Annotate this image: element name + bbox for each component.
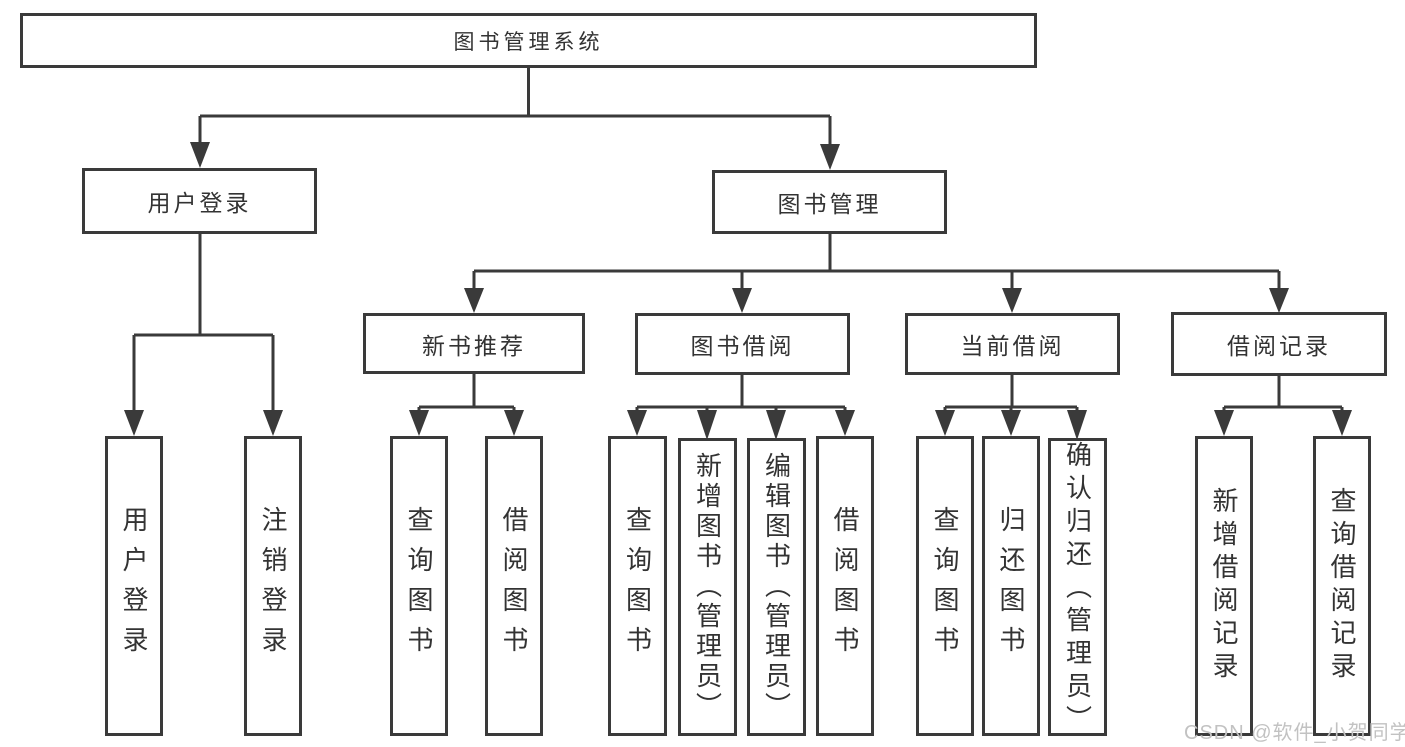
leaf-query-books-1: 查询图书	[390, 436, 448, 736]
leaf-add-borrow-record-label: 新增借阅记录	[1209, 487, 1239, 685]
leaf-query-books-3-label: 查询图书	[930, 506, 960, 666]
leaf-edit-book-admin-label: 编辑图书（管理员）	[761, 452, 792, 722]
arrowhead	[464, 288, 484, 313]
node-user-login-label: 用户登录	[147, 190, 252, 216]
leaf-borrow-books-2: 借阅图书	[816, 436, 874, 736]
leaf-logout-label: 注销登录	[258, 506, 288, 666]
leaf-add-borrow-record: 新增借阅记录	[1195, 436, 1253, 736]
node-borrow-record: 借阅记录	[1171, 312, 1387, 376]
arrowhead	[1067, 410, 1087, 440]
leaf-add-book-admin-label: 新增图书（管理员）	[692, 452, 723, 722]
leaf-query-books-3: 查询图书	[916, 436, 974, 736]
arrowhead	[504, 410, 524, 436]
arrowhead	[1214, 410, 1234, 436]
leaf-query-books-2: 查询图书	[608, 436, 667, 736]
arrowhead	[409, 410, 429, 436]
leaf-logout: 注销登录	[244, 436, 302, 736]
arrowhead	[124, 410, 144, 436]
leaf-confirm-return-admin: 确认归还（管理员）	[1048, 438, 1107, 738]
arrowhead	[732, 288, 752, 313]
node-book-borrow: 图书借阅	[635, 313, 850, 375]
leaf-query-borrow-record-label: 查询借阅记录	[1327, 487, 1357, 685]
arrowhead	[935, 410, 955, 436]
leaf-user-login: 用户登录	[105, 436, 163, 736]
leaf-add-book-admin: 新增图书（管理员）	[678, 438, 737, 736]
node-new-book-recommend-label: 新书推荐	[422, 332, 526, 359]
leaf-query-books-1-label: 查询图书	[404, 506, 434, 666]
arrowhead	[1002, 288, 1022, 313]
node-current-borrow: 当前借阅	[905, 313, 1120, 375]
arrowhead	[835, 410, 855, 436]
arrowhead	[1332, 410, 1352, 436]
node-book-management: 图书管理	[712, 170, 947, 234]
arrowhead	[766, 410, 786, 440]
leaf-query-borrow-record: 查询借阅记录	[1313, 436, 1371, 736]
node-book-borrow-label: 图书借阅	[690, 333, 795, 359]
arrowhead	[627, 410, 647, 436]
node-root: 图书管理系统	[20, 13, 1037, 68]
leaf-borrow-books-1-label: 借阅图书	[499, 506, 529, 666]
leaf-return-books: 归还图书	[982, 436, 1040, 736]
arrowhead	[1269, 288, 1289, 313]
arrowhead	[190, 142, 210, 168]
node-new-book-recommend: 新书推荐	[363, 313, 585, 374]
leaf-borrow-books-1: 借阅图书	[485, 436, 543, 736]
watermark-text: CSDN @软件_小贺同学	[1184, 722, 1405, 744]
leaf-confirm-return-admin-label: 确认归还（管理员）	[1062, 441, 1093, 738]
leaf-return-books-label: 归还图书	[996, 506, 1026, 666]
arrowhead	[263, 410, 283, 436]
arrowhead	[1001, 410, 1021, 436]
leaf-user-login-label: 用户登录	[119, 506, 149, 666]
leaf-query-books-2-label: 查询图书	[622, 506, 653, 666]
arrowhead	[820, 144, 840, 170]
node-current-borrow-label: 当前借阅	[960, 333, 1065, 359]
arrowhead	[697, 410, 717, 440]
leaf-edit-book-admin: 编辑图书（管理员）	[747, 438, 806, 736]
node-user-login: 用户登录	[82, 168, 317, 234]
node-book-management-label: 图书管理	[777, 191, 882, 217]
leaf-borrow-books-2-label: 借阅图书	[830, 506, 860, 666]
node-root-label: 图书管理系统	[453, 30, 604, 54]
node-borrow-record-label: 借阅记录	[1227, 333, 1331, 359]
